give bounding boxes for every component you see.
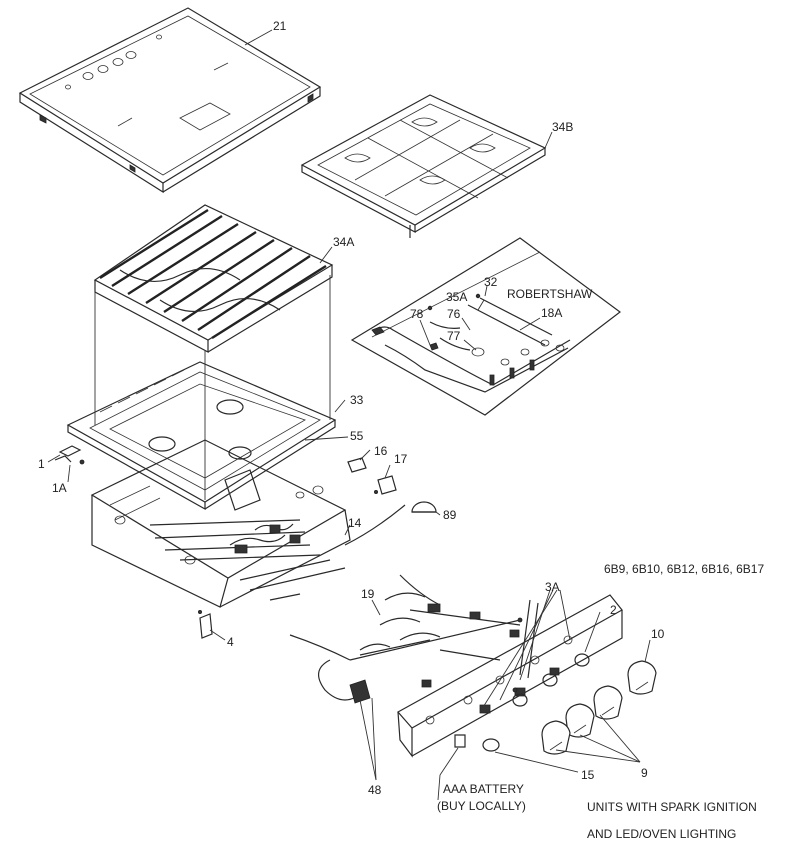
- callout-robertshaw: ROBERTSHAW: [507, 287, 593, 301]
- callout-32: 32: [484, 275, 498, 289]
- callout-77: 77: [447, 329, 461, 343]
- callout-3a: 3A: [545, 580, 560, 594]
- callout-89: 89: [443, 508, 457, 522]
- burner-box-part-33: [66, 361, 337, 511]
- callout-76: 76: [447, 307, 461, 321]
- main-top-part-21: [18, 7, 322, 194]
- control-knobs: [512, 653, 657, 755]
- callout-48: 48: [368, 783, 382, 797]
- callout-1a: 1A: [52, 481, 67, 495]
- callout-55: 55: [350, 429, 364, 443]
- callout-4: 4: [227, 635, 234, 649]
- leader-lines: [47, 29, 651, 801]
- range-body-lower: [90, 439, 406, 661]
- callout-1: 1: [38, 457, 45, 471]
- callout-19: 19: [361, 587, 375, 601]
- battery-note-line1: AAA BATTERY: [443, 782, 524, 796]
- callout-34a: 34A: [333, 235, 354, 249]
- small-parts: [54, 445, 437, 639]
- callout-35a: 35A: [446, 290, 467, 304]
- grate-part-34a: [93, 204, 334, 353]
- callout-33: 33: [350, 393, 364, 407]
- callout-9: 9: [641, 766, 648, 780]
- callout-2: 2: [610, 603, 617, 617]
- grate-part-34b: [300, 94, 547, 238]
- notes: AAA BATTERY (BUY LOCALLY) UNITS WITH SPA…: [437, 782, 757, 841]
- callout-14: 14: [348, 516, 362, 530]
- callout-18a: 18A: [541, 306, 562, 320]
- callout-10: 10: [651, 627, 665, 641]
- callout-labels: 21 34B 34A 32 ROBERTSHAW 35A 18A 76 78 7…: [38, 19, 764, 797]
- robertshaw-inset: [350, 237, 621, 416]
- callout-17: 17: [394, 452, 408, 466]
- callout-78: 78: [410, 307, 424, 321]
- callout-21: 21: [273, 19, 287, 33]
- callout-34b: 34B: [552, 120, 573, 134]
- units-note-line2: AND LED/OVEN LIGHTING: [587, 827, 736, 841]
- battery-note-line2: (BUY LOCALLY): [437, 799, 526, 813]
- callout-16: 16: [374, 444, 388, 458]
- units-note-line1: UNITS WITH SPARK IGNITION: [587, 800, 757, 814]
- callout-15: 15: [581, 768, 595, 782]
- explode-guide-lines: [94, 275, 331, 500]
- control-panel-assembly: [318, 574, 623, 758]
- callout-models: 6B9, 6B10, 6B12, 6B16, 6B17: [604, 562, 764, 576]
